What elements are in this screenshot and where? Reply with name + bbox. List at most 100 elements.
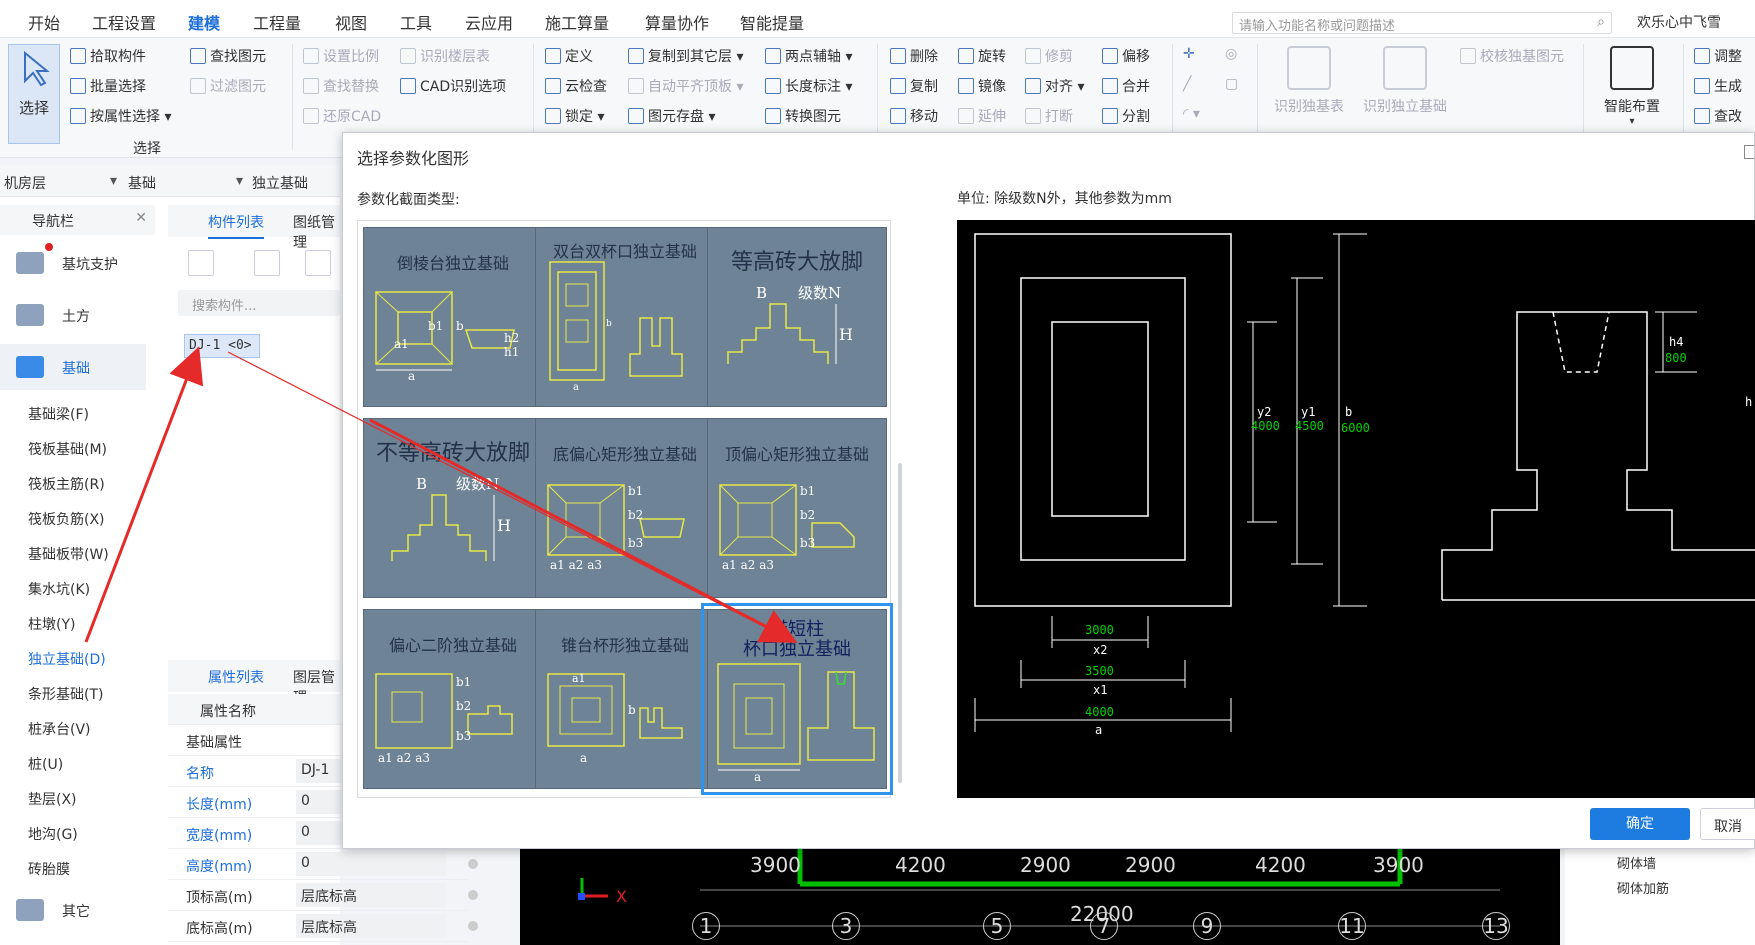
split-button[interactable]: 分割	[1102, 106, 1150, 126]
element-storage-button[interactable]: 图元存盘 ▾	[628, 106, 715, 126]
cad-options-button[interactable]: CAD识别选项	[400, 76, 506, 96]
menu-tab-tools[interactable]: 工具	[400, 14, 433, 33]
subtype-select[interactable]: 独立基础	[252, 176, 308, 192]
crosshair-icon[interactable]: ✛	[1183, 46, 1195, 62]
nav-cat-earthwork[interactable]: 土方	[0, 292, 146, 338]
line-icon[interactable]: ╱	[1183, 76, 1192, 92]
circle-check-icon[interactable]: ◎	[1225, 46, 1238, 62]
select-button[interactable]: 选择	[8, 44, 60, 144]
check-foot-button[interactable]: 校核独基图元	[1460, 46, 1564, 66]
lock-button[interactable]: 锁定 ▾	[545, 106, 604, 126]
right-item-masonry-wall[interactable]: 砌体墙	[1617, 857, 1657, 872]
nav-cat-other[interactable]: 其它	[0, 887, 146, 933]
batch-select-button[interactable]: 批量选择	[70, 76, 146, 96]
tab-property-list[interactable]: 属性列表	[208, 670, 264, 686]
nav-item-strip-footing[interactable]: 条形基础(T)	[28, 687, 104, 703]
find-replace-button[interactable]: 查找替换	[303, 76, 379, 96]
length-mark-button[interactable]: 长度标注 ▾	[765, 76, 852, 96]
menu-tab-modeling[interactable]: 建模	[188, 10, 221, 42]
auto-align-slab-button[interactable]: 自动平齐顶板 ▾	[628, 76, 743, 96]
smart-layout-button[interactable]: 智能布置▾	[1592, 46, 1672, 127]
tab-drawing-manage[interactable]: 图纸管理	[293, 215, 335, 251]
trim-button[interactable]: 修剪	[1025, 46, 1073, 66]
identify-foot-table-button[interactable]: 识别独基表	[1265, 46, 1353, 116]
dialog-close-icon[interactable]	[1744, 145, 1754, 159]
adjust-button[interactable]: 调整	[1694, 46, 1742, 66]
extend-button[interactable]: 延伸	[958, 106, 1006, 126]
menu-tab-start[interactable]: 开始	[28, 14, 61, 33]
confirm-button[interactable]: 确定	[1590, 808, 1690, 840]
nav-item-trench[interactable]: 地沟(G)	[28, 827, 78, 843]
shape-tile-top-eccentric[interactable]: a1 a2 a3 b1 b2 b3 顶偏心矩形独立基础	[707, 418, 887, 598]
break-button[interactable]: 打断	[1025, 106, 1073, 126]
property-value[interactable]: 层底标高	[296, 914, 446, 938]
shape-tile-equal-brick[interactable]: H B 级数N 等高砖大放脚	[707, 227, 887, 407]
property-row[interactable]: 底标高(m)层底标高	[168, 911, 478, 942]
new-component-icon[interactable]	[188, 250, 214, 276]
close-icon[interactable]: ✕	[135, 210, 147, 226]
shape-tile-chamfer-frustum[interactable]: a a1 b1 b h2 h1 倒棱台独立基础	[363, 227, 543, 407]
menu-tab-collab[interactable]: 算量协作	[645, 14, 710, 33]
shape-tile-short-column-cup[interactable]: a 带短柱杯口独立基础	[701, 603, 893, 795]
nav-item-isolated-footing[interactable]: 独立基础(D)	[28, 652, 106, 668]
right-item-masonry-rebar[interactable]: 砌体加筋	[1617, 882, 1670, 897]
function-search-input[interactable]: 请输入功能名称或问题描述 ⌕	[1232, 12, 1612, 34]
rect-icon[interactable]: ▢	[1225, 76, 1239, 92]
identify-foot-button[interactable]: 识别独立基础	[1355, 46, 1455, 116]
nav-item-brick-mold[interactable]: 砖胎膜	[28, 862, 70, 878]
property-value[interactable]: 层底标高	[296, 883, 446, 907]
view-edit-button[interactable]: 查改	[1694, 106, 1742, 126]
shape-tile-bottom-eccentric[interactable]: a1 a2 a3 b1 b2 b3 底偏心矩形独立基础	[535, 418, 715, 598]
nav-item-raft[interactable]: 筏板基础(M)	[28, 442, 108, 458]
nav-item-cushion[interactable]: 垫层(X)	[28, 792, 77, 808]
identify-floors-button[interactable]: 识别楼层表	[400, 46, 490, 66]
shape-tile-eccentric-two-step[interactable]: a1 a2 a3 b1 b2 b3 偏心二阶独立基础	[363, 609, 543, 789]
generate-button[interactable]: 生成	[1694, 76, 1742, 96]
search-icon[interactable]: ⌕	[1597, 14, 1605, 30]
floor-select[interactable]: 机房层	[4, 176, 46, 192]
property-value[interactable]: 0	[296, 852, 446, 876]
nav-item-raft-neg-bar[interactable]: 筏板负筋(X)	[28, 512, 105, 528]
property-row[interactable]: 顶标高(m)层底标高	[168, 880, 478, 911]
user-name[interactable]: 欢乐心中飞雪	[1637, 15, 1721, 31]
nav-cat-pit-support[interactable]: 基坑支护	[0, 240, 146, 286]
delete-component-icon[interactable]	[305, 250, 331, 276]
nav-item-slab-strip[interactable]: 基础板带(W)	[28, 547, 109, 563]
find-element-button[interactable]: 查找图元	[190, 46, 266, 66]
convert-element-button[interactable]: 转换图元	[765, 106, 841, 126]
nav-cat-foundation[interactable]: 基础	[0, 344, 146, 390]
two-point-axis-button[interactable]: 两点辅轴 ▾	[765, 46, 852, 66]
nav-item-raft-main-bar[interactable]: 筏板主筋(R)	[28, 477, 105, 493]
offset-button[interactable]: 偏移	[1102, 46, 1150, 66]
mirror-button[interactable]: 镜像	[958, 76, 1006, 96]
menu-tab-smart[interactable]: 智能提量	[740, 14, 805, 33]
nav-item-sump[interactable]: 集水坑(K)	[28, 582, 91, 598]
gallery-scrollbar[interactable]	[898, 463, 902, 783]
menu-tab-construction[interactable]: 施工算量	[545, 14, 610, 33]
copy-component-icon[interactable]	[254, 250, 280, 276]
property-group-row[interactable]: 基础属性	[168, 725, 468, 756]
cloud-check-button[interactable]: 云检查	[545, 76, 607, 96]
tab-component-list[interactable]: 构件列表	[208, 212, 264, 239]
shape-tile-double-cup[interactable]: a b 双台双杯口独立基础	[535, 227, 715, 407]
copy-to-floor-button[interactable]: 复制到其它层 ▾	[628, 46, 743, 66]
move-button[interactable]: 移动	[890, 106, 938, 126]
nav-item-pile[interactable]: 桩(U)	[28, 757, 64, 773]
shape-tile-unequal-brick[interactable]: H B 级数N 不等高砖大放脚	[363, 418, 543, 598]
copy-button[interactable]: 复制	[890, 76, 938, 96]
shape-tile-frustum-cup[interactable]: a a1 b 锥台杯形独立基础	[535, 609, 715, 789]
nav-item-pier[interactable]: 柱墩(Y)	[28, 617, 76, 633]
nav-item-pile-cap[interactable]: 桩承台(V)	[28, 722, 91, 738]
menu-tab-quantity[interactable]: 工程量	[253, 14, 302, 33]
pick-component-button[interactable]: 拾取构件	[70, 46, 146, 66]
rotate-button[interactable]: 旋转	[958, 46, 1006, 66]
property-row[interactable]: 高度(mm)0	[168, 849, 478, 880]
nav-item-foundation-beam[interactable]: 基础梁(F)	[28, 407, 89, 423]
define-button[interactable]: 定义	[545, 46, 593, 66]
type-select[interactable]: 基础	[128, 176, 156, 192]
menu-tab-view[interactable]: 视图	[335, 14, 368, 33]
cancel-button[interactable]: 取消	[1700, 808, 1755, 840]
menu-tab-cloud[interactable]: 云应用	[465, 14, 514, 33]
filter-element-button[interactable]: 过滤图元	[190, 76, 266, 96]
menu-tab-project-settings[interactable]: 工程设置	[92, 14, 157, 33]
